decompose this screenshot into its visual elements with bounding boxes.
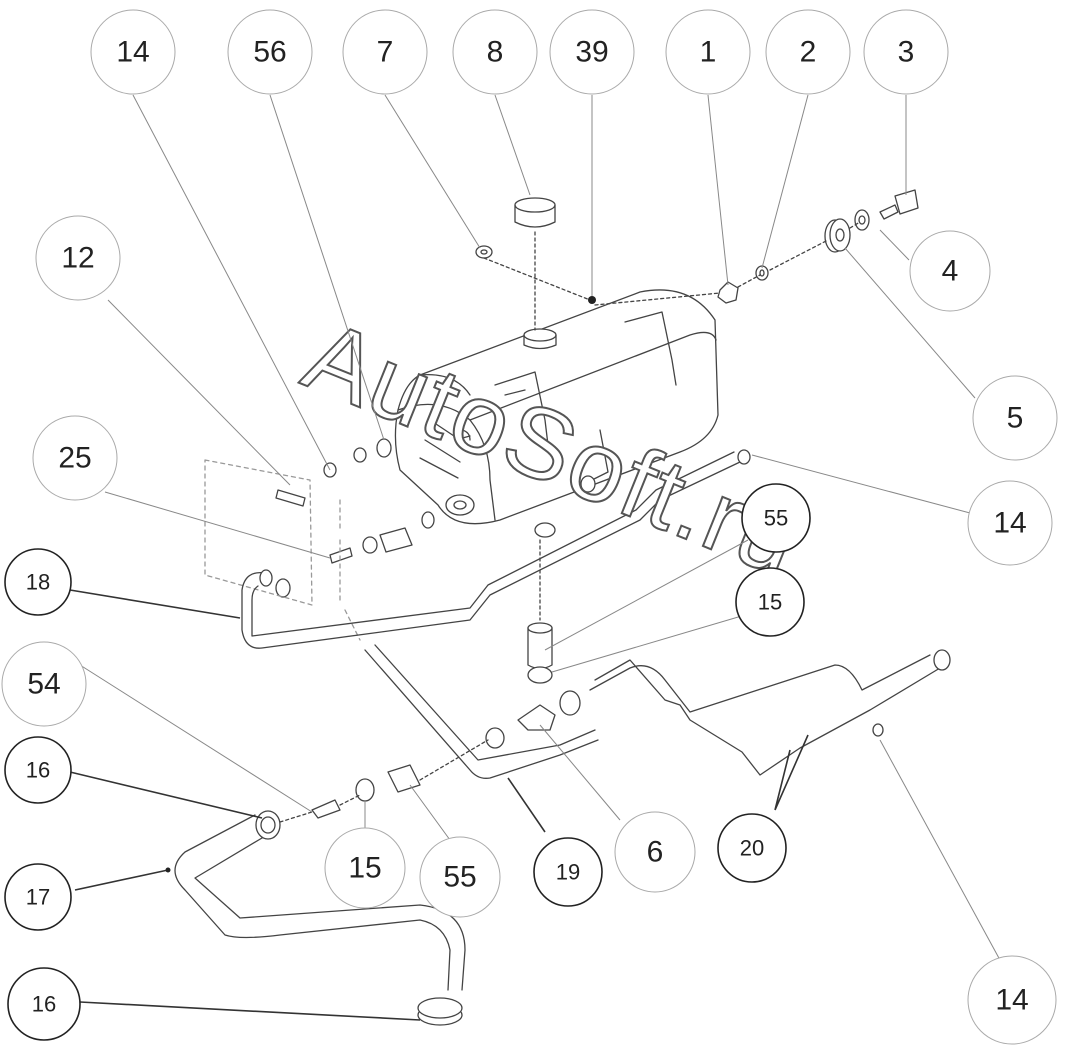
callout-20: 20	[717, 813, 787, 883]
callout-circle	[4, 736, 72, 804]
callout-circle	[4, 863, 72, 931]
callout-circle	[717, 813, 787, 883]
callout-circle	[90, 9, 176, 95]
callout-label: 14	[116, 36, 149, 69]
callout-19: 19	[533, 837, 603, 907]
callout-label: 1	[700, 36, 717, 69]
callout-circle	[227, 9, 313, 95]
callout-15: 15	[735, 567, 805, 637]
callout-circle	[4, 548, 72, 616]
callout-16: 16	[7, 967, 81, 1041]
leader-dots	[165, 296, 596, 873]
lower-fittings	[255, 764, 421, 840]
callout-label: 20	[740, 836, 764, 861]
callout-circle	[1, 641, 87, 727]
callout-label: 54	[27, 668, 60, 701]
callout-label: 19	[556, 860, 580, 885]
callout-circle	[967, 480, 1053, 566]
callout-label: 15	[348, 852, 381, 885]
callout-8: 8	[452, 9, 538, 95]
callout-circle	[614, 811, 696, 893]
filler-cap	[514, 197, 556, 228]
breather-fitting	[475, 245, 493, 259]
callout-56: 56	[227, 9, 313, 95]
callout-label: 16	[26, 758, 50, 783]
callout-label: 16	[32, 992, 56, 1017]
callout-label: 55	[764, 506, 788, 531]
callout-label: 5	[1007, 402, 1024, 435]
callout-4: 4	[909, 230, 991, 312]
callout-circle	[741, 483, 811, 553]
callout-5: 5	[972, 375, 1058, 461]
assembly-line-cap	[483, 231, 591, 331]
callout-circle	[665, 9, 751, 95]
callout-label: 56	[253, 36, 286, 69]
hose-20	[589, 649, 951, 776]
callout-circle	[909, 230, 991, 312]
callout-7: 7	[342, 9, 428, 95]
callout-12: 12	[35, 215, 121, 301]
callout-label: 4	[942, 255, 959, 288]
bolt-assembly	[717, 189, 919, 304]
callout-18: 18	[4, 548, 72, 616]
callout-15: 15	[324, 827, 406, 909]
callout-circle	[967, 955, 1057, 1045]
assembly-line-left	[339, 499, 361, 641]
callout-circle	[735, 567, 805, 637]
callout-label: 25	[58, 442, 91, 475]
callout-circle	[765, 9, 851, 95]
dashed-frame	[204, 459, 313, 606]
callout-circle	[35, 215, 121, 301]
callout-label: 7	[377, 36, 394, 69]
callout-1: 1	[665, 9, 751, 95]
callout-25: 25	[32, 415, 118, 501]
tee-assembly	[485, 522, 581, 749]
callout-label: 12	[61, 242, 94, 275]
callout-label: 17	[26, 885, 50, 910]
callout-16: 16	[4, 736, 72, 804]
callout-14: 14	[967, 480, 1053, 566]
callout-14: 14	[967, 955, 1057, 1045]
callout-3: 3	[863, 9, 949, 95]
callout-14: 14	[90, 9, 176, 95]
callout-label: 6	[647, 836, 664, 869]
callout-label: 8	[487, 36, 504, 69]
callout-label: 14	[995, 984, 1028, 1017]
callout-39: 39	[549, 9, 635, 95]
callout-55: 55	[741, 483, 811, 553]
callout-label: 2	[800, 36, 817, 69]
callout-label: 15	[758, 590, 782, 615]
callout-circle	[7, 967, 81, 1041]
hose-19	[364, 644, 599, 779]
hose-17	[174, 814, 466, 1026]
callout-label: 39	[575, 36, 608, 69]
callout-circle	[342, 9, 428, 95]
callout-circle	[419, 836, 501, 918]
callout-circle	[533, 837, 603, 907]
callout-55: 55	[419, 836, 501, 918]
callout-circle	[549, 9, 635, 95]
callout-label: 3	[898, 36, 915, 69]
callout-circle	[863, 9, 949, 95]
callout-circle	[324, 827, 406, 909]
callout-2: 2	[765, 9, 851, 95]
assembly-line-bolt	[594, 221, 861, 306]
callout-label: 18	[26, 570, 50, 595]
hose-18	[241, 449, 751, 649]
callout-label: 14	[993, 507, 1026, 540]
callout-17: 17	[4, 863, 72, 931]
parts-drawing	[174, 189, 951, 1026]
leader-lines	[69, 94, 1001, 1021]
fuel-tank	[394, 289, 719, 525]
callout-circle	[452, 9, 538, 95]
assembly-line-lower	[279, 739, 489, 823]
callout-label: 55	[443, 861, 476, 894]
callout-54: 54	[1, 641, 87, 727]
callout-6: 6	[614, 811, 696, 893]
callout-circle	[972, 375, 1058, 461]
callout-circle	[32, 415, 118, 501]
